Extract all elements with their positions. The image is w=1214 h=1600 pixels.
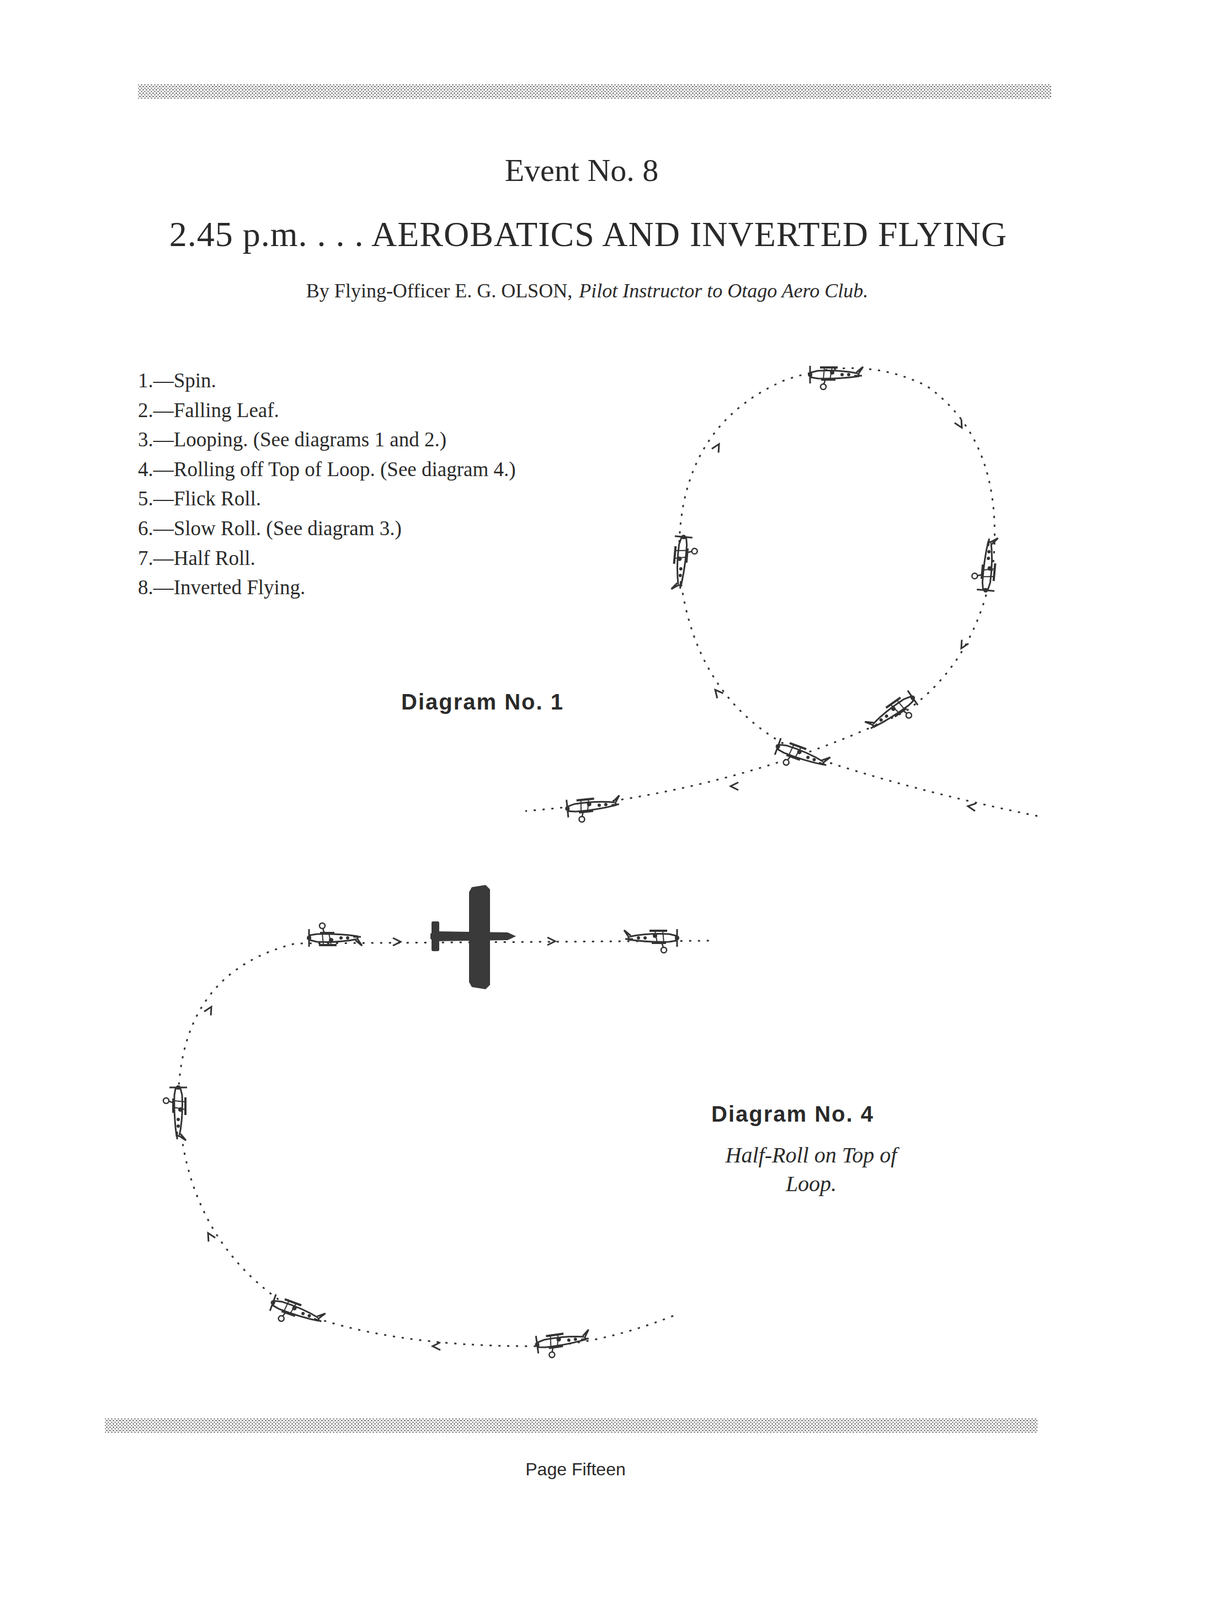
biplane: [163, 365, 999, 1360]
program-item: 6.—Slow Roll. (See diagram 3.): [137, 516, 402, 541]
rolling-plane-top-view: [430, 885, 516, 990]
program-item: 4.—Rolling off Top of Loop. (See diagram…: [137, 457, 516, 482]
event-title: Event No. 8: [504, 151, 659, 189]
program-item: 8.—Inverted Flying.: [137, 575, 306, 600]
diagram-caption: Diagram No. 1: [401, 689, 564, 715]
program-item: 1.—Spin.: [137, 368, 217, 393]
ornamental-band: [104, 1418, 1038, 1434]
program-item: 2.—Falling Leaf.: [137, 398, 280, 423]
program-item: 5.—Flick Roll.: [137, 486, 262, 511]
ornamental-band: [137, 84, 1052, 100]
byline-role: Pilot Instructor to Otago Aero Club.: [578, 279, 869, 302]
direction-arrow: [204, 419, 977, 1351]
flight-path: [178, 368, 1038, 1347]
byline: By Flying-Officer E. G. OLSON,Pilot Inst…: [306, 279, 869, 303]
diagram-caption: Diagram No. 4: [711, 1101, 875, 1127]
program-item: 3.—Looping. (See diagrams 1 and 2.): [137, 427, 447, 452]
byline-name: By Flying-Officer E. G. OLSON,: [306, 279, 573, 302]
page-number: Page Fifteen: [525, 1459, 626, 1480]
diagram-subcaption: Half-Roll on Top of Loop.: [720, 1141, 903, 1199]
event-heading: 2.45 p.m. . . . AEROBATICS AND INVERTED …: [169, 214, 1008, 255]
program-item: 7.—Half Roll.: [137, 546, 256, 571]
